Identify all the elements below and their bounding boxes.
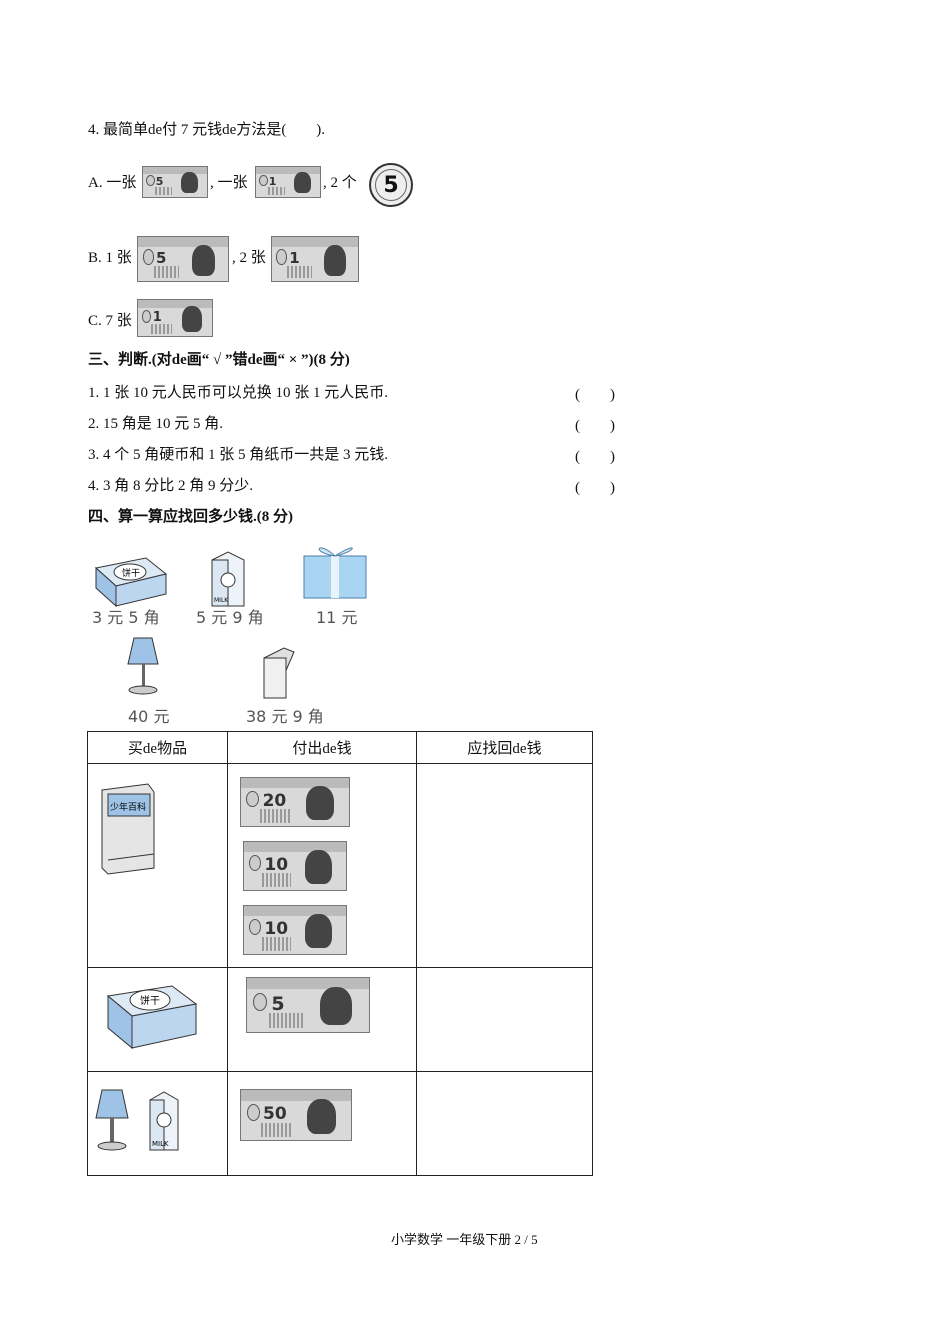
price-biscuits: 3 元 5 角 — [92, 608, 160, 627]
banknote-50-yuan: 50 — [240, 1088, 352, 1141]
price-lamp: 40 元 — [128, 707, 170, 726]
price-book: 38 元 9 角 — [246, 707, 324, 726]
q4-option-c-prefix: C. 7 张 — [88, 313, 132, 329]
header-paid: 付出de钱 — [227, 731, 417, 764]
row2-paid-cell: 5 — [227, 967, 417, 1072]
row1-paid-cell: 20 10 10 — [227, 763, 417, 968]
banknote-10-yuan: 10 — [243, 904, 347, 955]
lamp-icon — [127, 637, 159, 695]
q4-stem: 4. 最简单de付 7 元钱de方法是( ). — [88, 122, 326, 138]
q4-option-b-prefix: B. 1 张 — [88, 250, 132, 266]
banknote-10-yuan: 10 — [243, 840, 347, 891]
q4-option-a-mid: , 一张 — [210, 175, 248, 191]
milk-label: MILK — [152, 1140, 169, 1148]
banknote-1-yuan: 1 — [255, 166, 321, 198]
q4-option-b-mid: , 2 张 — [232, 250, 266, 266]
page-footer: 小学数学 一年级下册 2 / 5 — [391, 1232, 538, 1247]
biscuit-label: 饼干 — [140, 994, 160, 1007]
items-illustration: 饼干 MILK — [94, 547, 367, 699]
judge-item-3: 3. 4 个 5 角硬币和 1 张 5 角纸币一共是 3 元钱. — [88, 447, 389, 463]
row2-change-cell[interactable] — [416, 967, 593, 1072]
section4-title: 四、算一算应找回多少钱.(8 分) — [88, 509, 293, 525]
header-change: 应找回de钱 — [416, 731, 593, 764]
q4-option-a-suffix: , 2 个 — [323, 175, 357, 191]
row1-item-cell: 少年百科 — [87, 763, 228, 968]
biscuits-icon: 饼干 — [94, 557, 168, 608]
milk-icon: MILK — [211, 551, 245, 607]
row3-change-cell[interactable] — [416, 1071, 593, 1176]
section3-title: 三、判断.(对de画“ √ ”错de画“ × ”)(8 分) — [88, 352, 350, 368]
banknote-20-yuan: 20 — [240, 776, 350, 827]
banknote-1-yuan: 1 — [271, 236, 359, 282]
biscuits-icon: 饼干 — [106, 985, 198, 1050]
book-icon — [263, 647, 295, 699]
row3-paid-cell: 50 — [227, 1071, 417, 1176]
row1-change-cell[interactable] — [416, 763, 593, 968]
price-milk: 5 元 9 角 — [196, 608, 264, 627]
row3-item-cell: MILK — [87, 1071, 228, 1176]
milk-label: MILK — [214, 597, 229, 604]
lamp-and-milk-icon: MILK — [95, 1089, 179, 1151]
row2-item-cell: 饼干 — [87, 967, 228, 1072]
judge-item-4: 4. 3 角 8 分比 2 角 9 分少. — [88, 478, 254, 494]
judge-item-2: 2. 15 角是 10 元 5 角. — [88, 416, 224, 432]
banknote-5-yuan: 5 — [137, 236, 229, 282]
q4-option-a-prefix: A. 一张 — [88, 175, 137, 191]
answer-paren-2[interactable]: ( ) — [575, 418, 615, 434]
banknote-1-yuan: 1 — [137, 299, 213, 337]
answer-paren-4[interactable]: ( ) — [575, 480, 615, 496]
book-icon: 少年百科 — [101, 783, 155, 875]
header-item: 买de物品 — [87, 731, 228, 764]
coin-5-jiao: 5 — [369, 163, 413, 207]
judge-item-1: 1. 1 张 10 元人民币可以兑换 10 张 1 元人民币. — [88, 385, 389, 401]
book-label: 少年百科 — [110, 801, 146, 813]
banknote-5-yuan: 5 — [246, 976, 370, 1033]
price-gift: 11 元 — [316, 608, 358, 627]
answer-paren-3[interactable]: ( ) — [575, 449, 615, 465]
gift-icon — [303, 547, 367, 599]
change-table: 买de物品 付出de钱 应找回de钱 少年百科 20 10 10 — [87, 731, 593, 1176]
banknote-5-yuan: 5 — [142, 166, 208, 198]
answer-paren-1[interactable]: ( ) — [575, 387, 615, 403]
biscuit-label: 饼干 — [122, 567, 140, 579]
